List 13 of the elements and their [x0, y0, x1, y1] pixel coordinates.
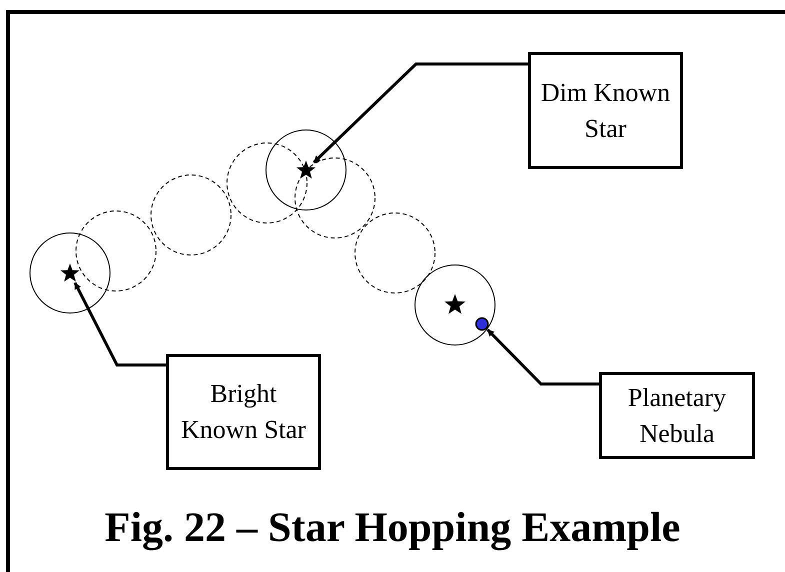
star-icon [60, 263, 80, 283]
leader-arrow [486, 328, 599, 386]
leader-arrow [74, 282, 166, 366]
label-text: Dim Known Star [540, 76, 672, 144]
leader-arrow [312, 62, 528, 164]
nebula-dot [475, 317, 489, 331]
label-text: Planetary Nebula [626, 382, 728, 450]
label-box [528, 52, 683, 169]
label-box [599, 372, 755, 459]
star-icon [296, 160, 316, 180]
label-box [166, 354, 321, 470]
figure-caption: Fig. 22 – Star Hopping Example [104, 504, 682, 553]
label-text: Bright Known Star [180, 378, 307, 446]
